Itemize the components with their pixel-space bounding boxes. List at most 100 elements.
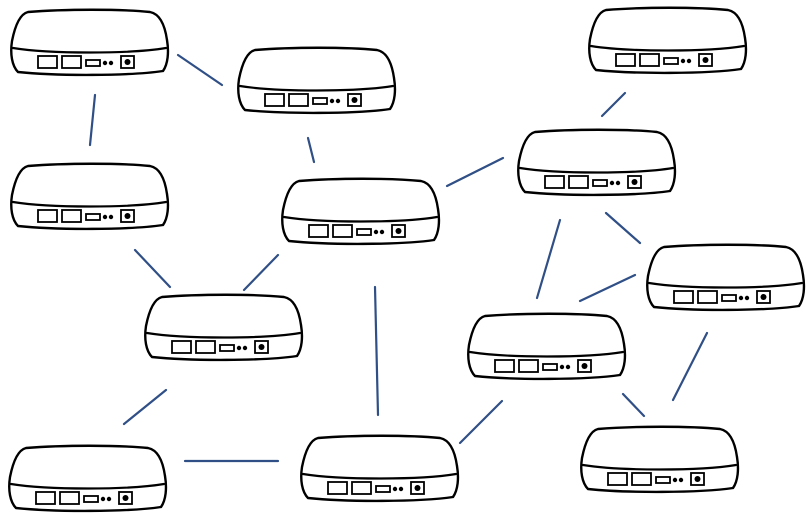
router-rim [9, 482, 166, 490]
link-n2-n5 [306, 136, 316, 164]
led-dot-icon [373, 229, 379, 235]
power-jack-icon [581, 363, 588, 369]
link-n7-n10 [122, 388, 168, 426]
power-jack-icon [395, 228, 402, 234]
node-n1 [10, 8, 170, 77]
ethernet-port-icon [308, 224, 329, 238]
link-n6-n8 [604, 211, 642, 245]
led-dot-icon [398, 486, 404, 492]
led-dot-icon [744, 295, 750, 301]
led-dot-icon [680, 58, 686, 64]
led-dot-icon [236, 345, 242, 351]
ethernet-port-icon [327, 481, 348, 495]
router-rim [647, 281, 804, 289]
ethernet-port-icon [195, 340, 216, 354]
link-n5-n6 [445, 156, 505, 188]
usb-port-icon [663, 57, 679, 65]
led-dot-icon [242, 345, 248, 351]
link-n1-n4 [88, 93, 97, 147]
power-jack-icon [124, 213, 131, 219]
led-dot-icon [108, 214, 114, 220]
ethernet-port-icon [61, 209, 82, 223]
power-jack-icon [694, 476, 701, 482]
ethernet-port-icon [615, 53, 636, 67]
ethernet-port-icon [332, 224, 353, 238]
led-dot-icon [102, 60, 108, 66]
led-dot-icon [559, 364, 565, 370]
node-n10 [8, 444, 168, 513]
led-dot-icon [108, 60, 114, 66]
link-n4-n7 [133, 248, 172, 289]
ethernet-port-icon [171, 340, 192, 354]
node-n5 [281, 177, 441, 246]
ethernet-port-icon [351, 481, 372, 495]
ethernet-port-icon [673, 290, 694, 304]
ethernet-port-icon [59, 491, 80, 505]
power-jack-icon [122, 495, 129, 501]
router-rim [238, 84, 395, 92]
node-n8 [646, 243, 806, 312]
router-rim [301, 472, 458, 480]
usb-port-icon [83, 495, 99, 503]
ethernet-port-icon [37, 209, 58, 223]
link-n3-n6 [600, 91, 627, 118]
router-rim [145, 331, 302, 339]
usb-port-icon [542, 363, 558, 371]
led-dot-icon [379, 229, 385, 235]
power-jack-icon [351, 97, 358, 103]
usb-port-icon [219, 344, 235, 352]
usb-port-icon [592, 179, 608, 187]
ethernet-port-icon [631, 472, 652, 486]
node-n12 [580, 425, 740, 494]
led-dot-icon [106, 496, 112, 502]
router-rim [282, 215, 439, 223]
usb-port-icon [85, 59, 101, 67]
led-dot-icon [615, 180, 621, 186]
led-dot-icon [672, 477, 678, 483]
ethernet-port-icon [697, 290, 718, 304]
power-jack-icon [258, 344, 265, 350]
power-jack-icon [631, 179, 638, 185]
node-n3 [588, 6, 748, 75]
link-n8-n12 [671, 331, 709, 402]
link-n1-n2 [176, 53, 224, 87]
node-n7 [144, 293, 304, 362]
power-jack-icon [760, 294, 767, 300]
power-jack-icon [124, 59, 131, 65]
ethernet-port-icon [264, 93, 285, 107]
usb-port-icon [85, 213, 101, 221]
router-rim [518, 166, 675, 174]
node-n11 [300, 434, 460, 503]
usb-port-icon [356, 228, 372, 236]
led-dot-icon [329, 98, 335, 104]
ethernet-port-icon [544, 175, 565, 189]
nodes-layer [8, 6, 806, 513]
router-rim [468, 350, 625, 358]
link-n6-n9 [535, 218, 562, 300]
link-n9-n12 [621, 392, 646, 418]
led-dot-icon [565, 364, 571, 370]
led-dot-icon [678, 477, 684, 483]
ethernet-port-icon [37, 55, 58, 69]
usb-port-icon [312, 97, 328, 105]
node-n6 [517, 128, 677, 197]
link-n11-n9 [458, 399, 504, 445]
led-dot-icon [392, 486, 398, 492]
ethernet-port-icon [568, 175, 589, 189]
led-dot-icon [686, 58, 692, 64]
led-dot-icon [738, 295, 744, 301]
led-dot-icon [609, 180, 615, 186]
led-dot-icon [335, 98, 341, 104]
link-n5-n11 [373, 285, 380, 417]
ethernet-port-icon [607, 472, 628, 486]
router-rim [581, 463, 738, 471]
ethernet-port-icon [61, 55, 82, 69]
node-n2 [237, 46, 397, 115]
router-rim [11, 46, 168, 54]
power-jack-icon [702, 57, 709, 63]
ethernet-port-icon [518, 359, 539, 373]
router-rim [589, 44, 746, 52]
links-layer [88, 53, 709, 463]
ethernet-port-icon [288, 93, 309, 107]
